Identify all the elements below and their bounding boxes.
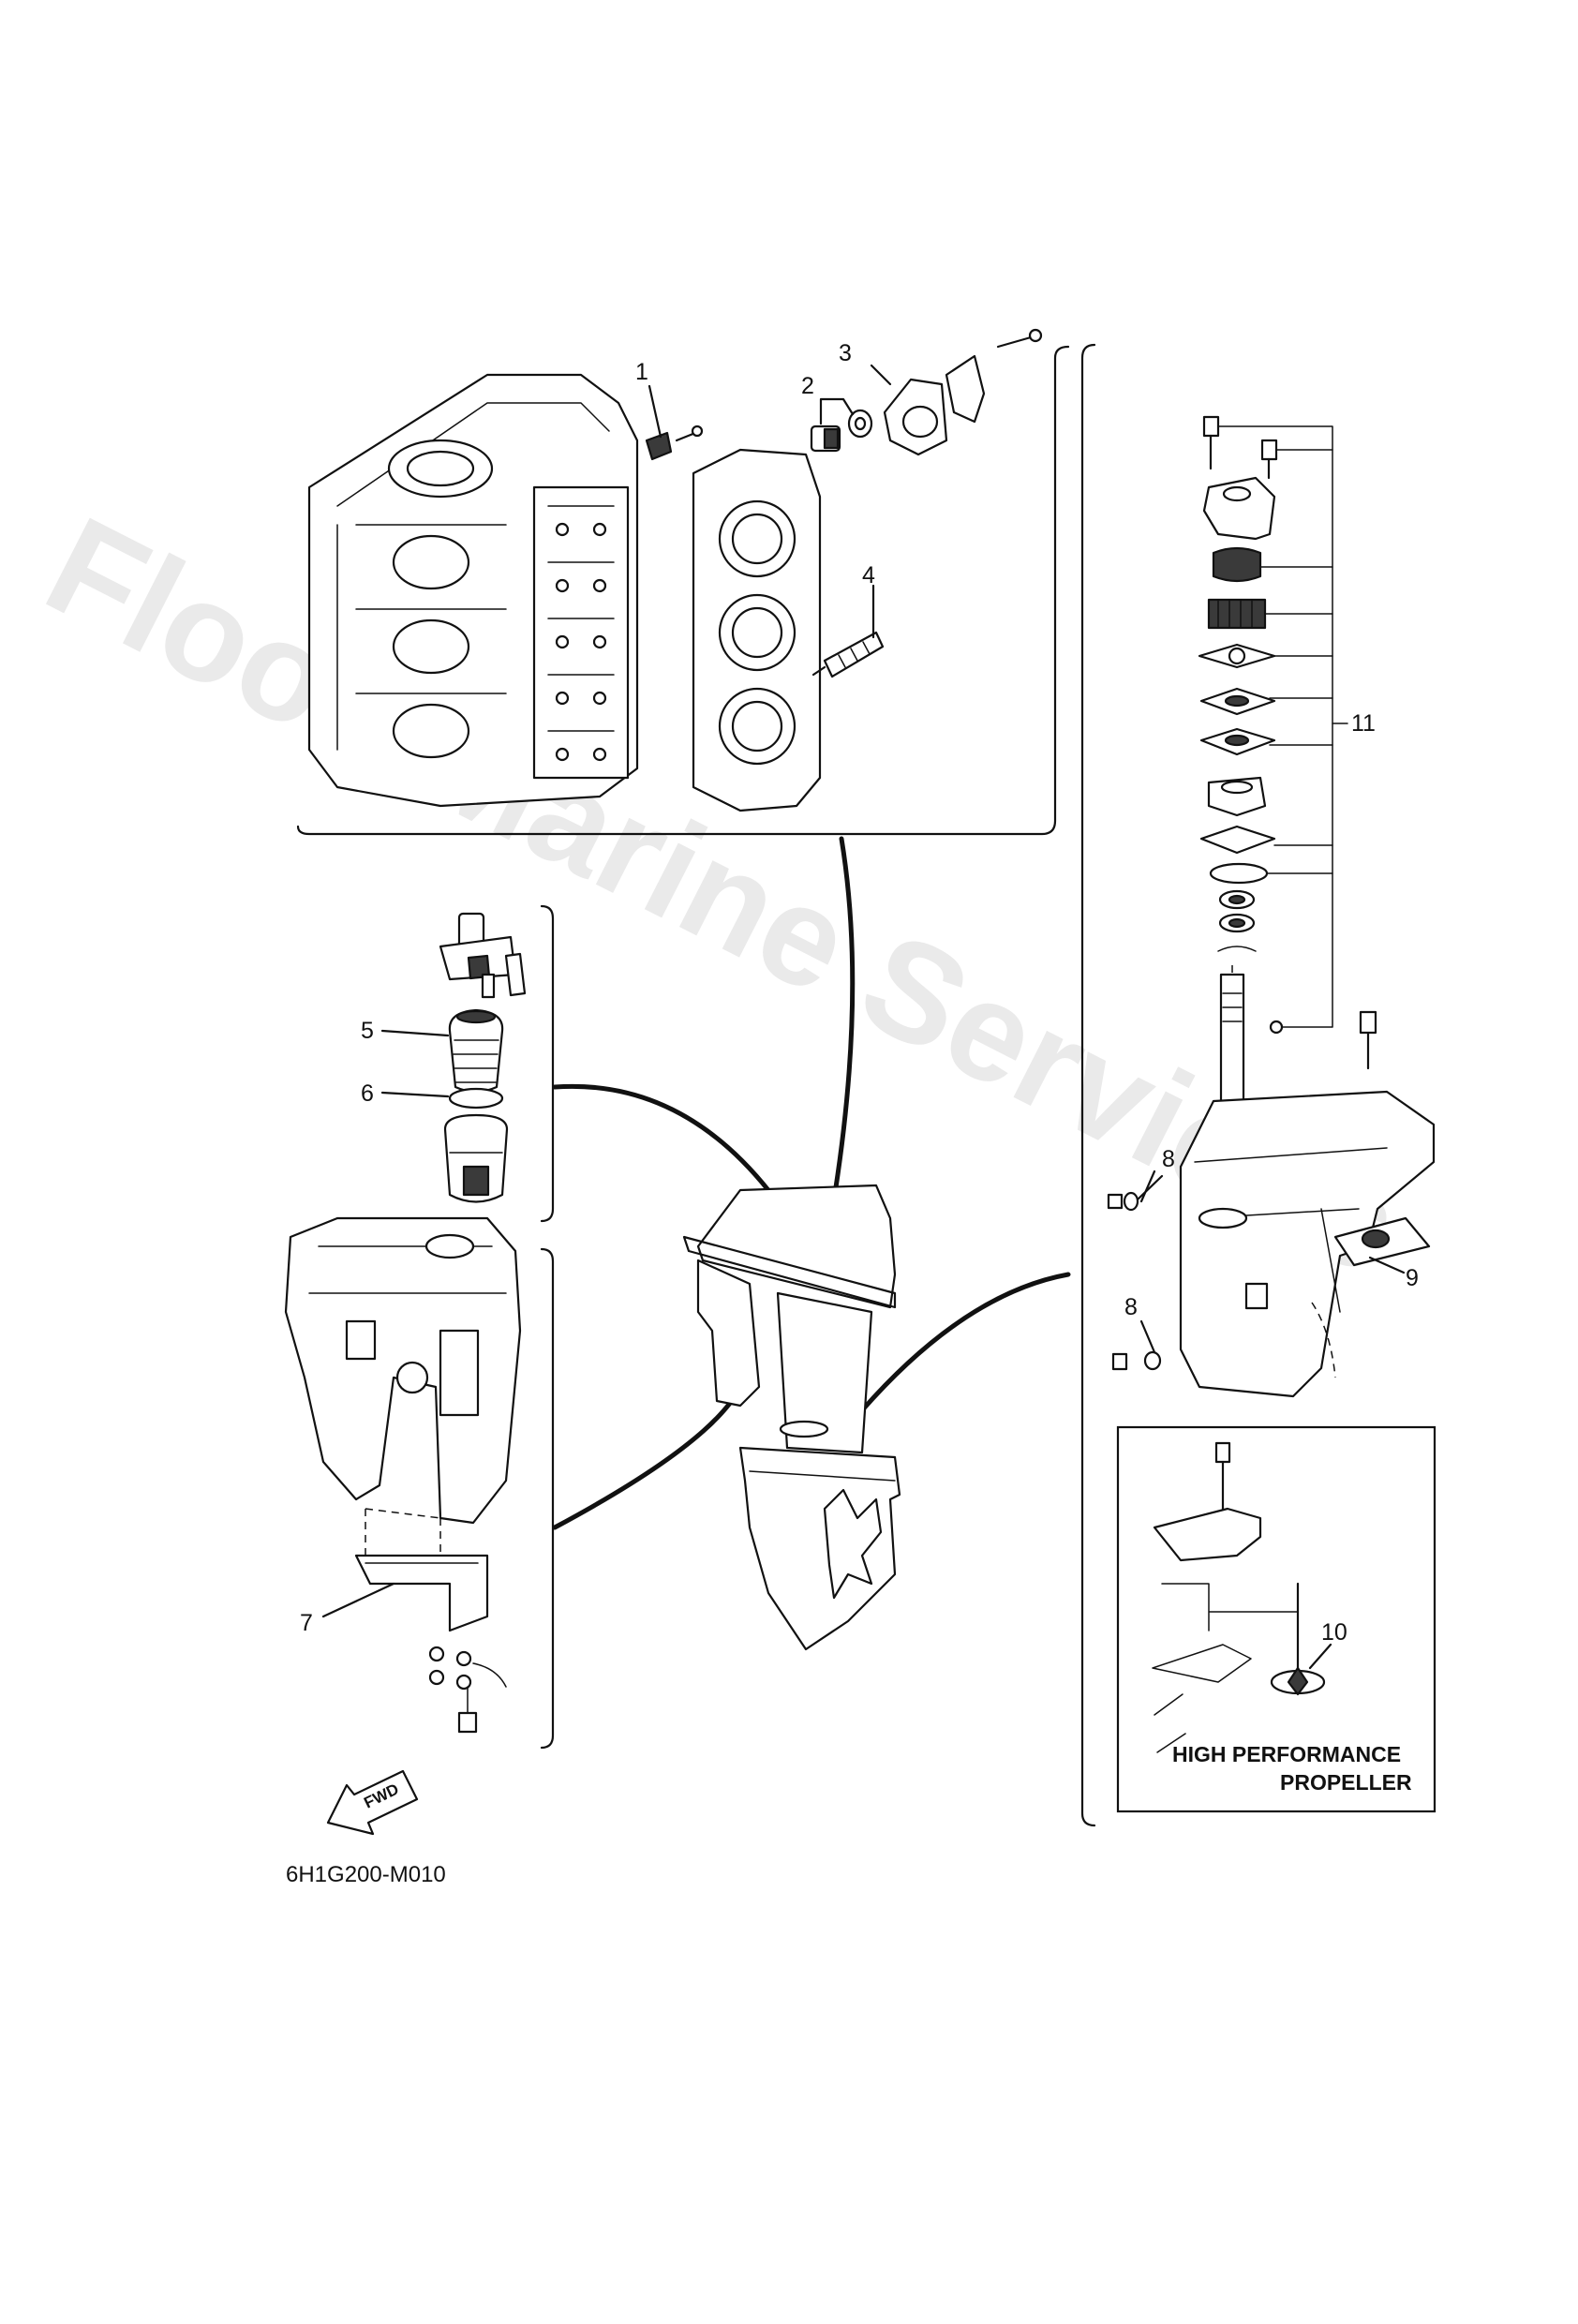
high-performance-inset: 10 HIGH PERFORMANCE PROPELLER (1116, 1425, 1437, 1813)
fwd-arrow: FWD (326, 1769, 419, 1836)
callout-4: 4 (862, 562, 875, 588)
part-7-pad (321, 1554, 489, 1632)
water-pump-parts (1198, 415, 1284, 1035)
callout-9: 9 (1406, 1265, 1419, 1291)
callout-2: 2 (801, 373, 814, 399)
callout-1: 1 (635, 359, 648, 385)
inset-label-line1: HIGH PERFORMANCE (1172, 1742, 1401, 1766)
cylinder-block (307, 373, 639, 808)
callout-5: 5 (361, 1018, 374, 1044)
part-4-plug (811, 584, 885, 678)
part-6-oring (380, 1087, 504, 1110)
callout-3: 3 (839, 340, 852, 366)
diagram-code: 6H1G200-M010 (286, 1862, 446, 1887)
cylinder-head (692, 448, 822, 812)
swivel-bracket (284, 1216, 522, 1525)
top-section: 1 2 3 4 (296, 328, 1070, 836)
valve-assembly (439, 912, 527, 999)
connector-lines (552, 836, 1071, 1530)
callout-6: 6 (361, 1080, 374, 1107)
right-section: 8 8 9 11 10 (1080, 343, 1437, 1827)
callout-8-upper: 8 (1162, 1146, 1175, 1172)
left-lower-section: 7 (284, 1216, 555, 1750)
callout-8-lower: 8 (1124, 1294, 1138, 1320)
part-9-trim-tab (1333, 1216, 1431, 1274)
outboard-motor (682, 1184, 901, 1651)
part-3-cover (870, 328, 1043, 456)
callout-10: 10 (1321, 1619, 1347, 1646)
left-middle-section: 5 6 (361, 904, 555, 1223)
lower-unit (1179, 1010, 1436, 1398)
bracket-11 (1217, 425, 1348, 1028)
part-5-strainer (380, 1008, 504, 1094)
part-1-clip (645, 384, 704, 461)
part-8-lower (1111, 1319, 1162, 1371)
pad-screws (428, 1646, 507, 1734)
callout-11: 11 (1351, 710, 1376, 737)
callout-7: 7 (300, 1610, 313, 1636)
filter-cup (443, 1113, 509, 1203)
inset-label-line2: PROPELLER (1280, 1770, 1412, 1795)
part-2-fitting (810, 397, 873, 453)
part-8-upper (1107, 1169, 1164, 1212)
